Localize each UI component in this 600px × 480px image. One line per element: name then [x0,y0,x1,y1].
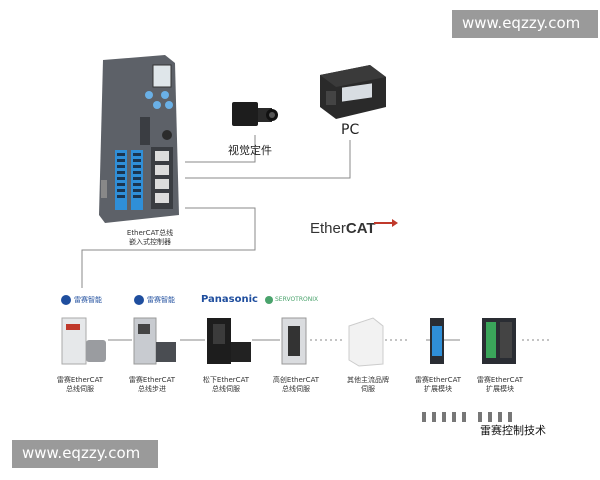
ethercat-controller [99,55,179,223]
generic-servo-drive [348,317,384,367]
controller-caption-line2: 嵌入式控制器 [129,238,171,246]
servotronix-logo-icon [265,296,273,304]
device-caption-panasonic-servo: 松下EtherCAT 总线伺服 [196,376,256,394]
controller-caption: EtherCAT总线 嵌入式控制器 [105,229,195,247]
ethercat-arrow-icon [374,219,398,227]
device-caption-line1: 高创EtherCAT [272,376,320,384]
leadshine-stepper-drive [133,317,176,365]
device-caption-line2: 总线伺服 [66,385,94,393]
watermark-bottom: www.eqzzy.com [12,440,158,468]
brand-leadshine-2: 雷赛智能 [147,296,175,304]
leadshine-io-module-1 [430,318,444,364]
device-caption-line2: 总线伺服 [212,385,240,393]
device-caption-line1: 雷赛EtherCAT [56,376,104,384]
watermark-top: www.eqzzy.com [452,10,598,38]
leadshine-io-module-2 [482,318,516,364]
panasonic-servo-drive [207,318,251,364]
brand-leadshine-1: 雷赛智能 [74,296,102,304]
device-caption-line1: 雷赛EtherCAT [128,376,176,384]
ethercat-logo-cat: CAT [345,220,376,237]
leadshine-logo-icon [61,295,71,305]
device-caption-line2: 总线步进 [138,385,166,393]
camera-icon [232,102,278,126]
device-caption-line1: 雷赛EtherCAT [414,376,462,384]
device-caption-leadshine-stepper: 雷赛EtherCAT 总线步进 [122,376,182,394]
device-caption-line2: 扩展模块 [424,385,452,393]
footer-brand-text: 雷赛控制技术 [480,424,546,437]
camera-label: 视觉定件 [228,144,272,157]
ethercat-logo-ether: Ether [310,220,346,237]
device-caption-line1: 松下EtherCAT [202,376,250,384]
leadshine-servo-drive [61,317,106,365]
device-caption-line1: 其他主流品牌 [347,376,389,384]
device-caption-io-module-2: 雷赛EtherCAT 扩展模块 [470,376,530,394]
device-caption-servotronix-servo: 高创EtherCAT 总线伺服 [266,376,326,394]
pc-label: PC [341,122,360,138]
brand-servotronix: SERVOTRONIX [275,296,319,303]
io-sensors-icon [422,412,512,422]
controller-caption-line1: EtherCAT总线 [126,229,174,237]
leadshine-logo-icon [134,295,144,305]
device-caption-line1: 雷赛EtherCAT [476,376,524,384]
device-caption-io-module-1: 雷赛EtherCAT 扩展模块 [408,376,468,394]
industrial-pc-icon [320,65,386,119]
ethercat-logo: EtherCAT [310,220,376,237]
device-caption-line2: 总线伺服 [282,385,310,393]
device-caption-line2: 伺服 [361,385,375,393]
brand-panasonic: Panasonic [201,294,258,305]
device-caption-leadshine-servo: 雷赛EtherCAT 总线伺服 [50,376,110,394]
servotronix-servo-drive [281,317,307,365]
device-caption-generic-servo: 其他主流品牌 伺服 [338,376,398,394]
device-caption-line2: 扩展模块 [486,385,514,393]
